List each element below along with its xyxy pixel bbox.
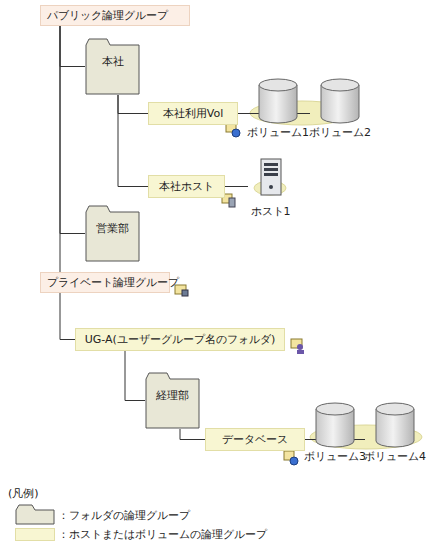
legend-swatch <box>15 528 55 541</box>
node-label: UG-A(ユーザーグループ名のフォルダ) <box>85 332 275 347</box>
folder-shape <box>146 373 199 428</box>
folder-shape <box>86 39 139 94</box>
tree-connector <box>60 26 61 272</box>
node-label: ボリューム2 <box>300 125 380 140</box>
node-label: ボリューム1 <box>238 125 318 140</box>
node-label: パブリック論理グループ <box>47 8 168 23</box>
server-bay <box>264 168 278 171</box>
volume-group-icon <box>284 451 298 465</box>
node-label: ボリューム3 <box>295 449 375 464</box>
logical-group-box: 本社利用Vol <box>148 102 238 125</box>
cylinder-top <box>316 403 354 415</box>
cylinder-top <box>321 79 359 91</box>
volume-cylinder: ボリューム3 <box>305 402 365 464</box>
legend-heading: (凡例) <box>8 486 39 501</box>
group-band: パブリック論理グループ <box>40 5 190 26</box>
tree-connector <box>60 26 85 67</box>
legend-text: ：フォルダの論理グループ <box>58 508 190 523</box>
volume-group-icon <box>226 123 240 137</box>
tree-connector <box>60 293 75 340</box>
server-case <box>261 159 281 195</box>
server-outline <box>260 158 282 198</box>
legend-folder-sample <box>16 505 54 524</box>
tree-connector <box>125 351 145 401</box>
host-server: ホスト1 <box>248 158 293 219</box>
legend-text: ：ホストまたはボリュームの論理グループ <box>58 527 267 542</box>
cylinder-outline <box>315 402 355 448</box>
cylinder-top <box>376 403 414 415</box>
tree-connector <box>118 95 148 114</box>
tree-connector <box>118 95 148 187</box>
logical-group-box: データベース <box>205 428 305 451</box>
cylinder-outline <box>375 402 415 448</box>
server-bay <box>264 173 278 176</box>
tree-connector <box>180 429 205 440</box>
group-band: プライベート論理グループ <box>40 272 170 293</box>
node-label: 本社利用Vol <box>163 106 223 121</box>
folder-shape <box>86 206 139 261</box>
server-bay <box>264 163 278 166</box>
folder-group: 営業部 <box>85 205 140 262</box>
node-label: ボリューム4 <box>355 449 435 464</box>
user-group-icon <box>291 339 304 354</box>
logical-group-box: 本社ホスト <box>148 175 225 198</box>
volume-cylinder: ボリューム2 <box>310 78 370 140</box>
node-label: データベース <box>222 432 288 447</box>
volume-cylinder: ボリューム4 <box>365 402 425 464</box>
tree-connector <box>225 186 248 187</box>
tree-connector <box>60 26 85 234</box>
node-label: 経理部 <box>145 388 200 403</box>
cylinder-outline <box>258 78 298 124</box>
cylinder-top <box>259 79 297 91</box>
node-label: 営業部 <box>85 221 140 236</box>
node-label: 本社ホスト <box>159 179 214 194</box>
server-light <box>269 185 273 189</box>
logical-group-box: UG-A(ユーザーグループ名のフォルダ) <box>75 328 285 351</box>
node-label: プライベート論理グループ <box>47 275 179 290</box>
folder-group: 経理部 <box>145 372 200 429</box>
folder-group: 本社 <box>85 38 140 95</box>
volume-cylinder: ボリューム1 <box>248 78 308 140</box>
node-label: ホスト1 <box>238 204 303 219</box>
node-label: 本社 <box>85 54 140 69</box>
cylinder-outline <box>320 78 360 124</box>
